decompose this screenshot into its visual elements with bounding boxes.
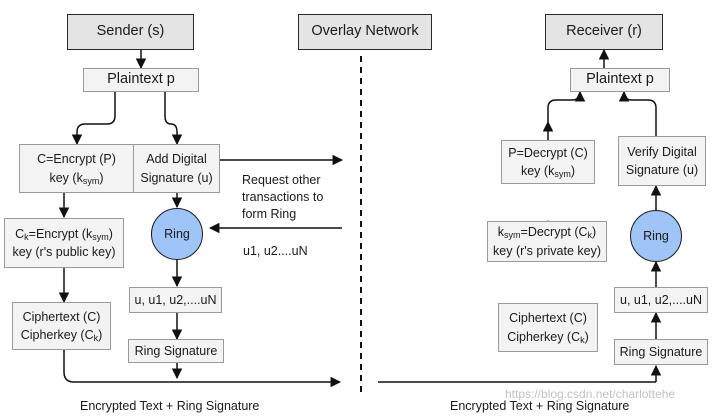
overlay-request-line2: transactions to bbox=[242, 189, 324, 204]
receiver-decrypt-p-line2: key (ksym) bbox=[520, 164, 575, 179]
receiver-plaintext-box: Plaintext p bbox=[570, 68, 670, 92]
overlay-header-label: Overlay Network bbox=[311, 23, 419, 40]
sender-ring-node: Ring bbox=[151, 208, 203, 260]
sender-ring-members-label: u, u1, u2,....uN bbox=[134, 292, 217, 307]
receiver-cipher-line2: Cipherkey (Ck) bbox=[507, 329, 589, 345]
sender-encrypt-c-line1: C=Encrypt (P) bbox=[37, 152, 116, 167]
sender-footer-text: Encrypted Text + Ring Signature bbox=[80, 399, 260, 413]
sender-cipher-box: Ciphertext (C) Cipherkey (Ck) bbox=[12, 302, 111, 350]
sender-encrypt-c-box: C=Encrypt (P) key (ksym) bbox=[19, 144, 134, 193]
receiver-decrypt-key-line1: ksym=Decrypt (Ck) bbox=[497, 225, 597, 241]
sender-header: Sender (s) bbox=[67, 14, 194, 50]
receiver-cipher-line1: Ciphertext (C) bbox=[509, 311, 587, 326]
sender-ring-label: Ring bbox=[164, 227, 190, 241]
overlay-request-line3: form Ring bbox=[242, 206, 297, 221]
receiver-ring-signature-label: Ring Signature bbox=[619, 344, 703, 359]
sender-add-signature-line2: Signature (u) bbox=[140, 170, 213, 185]
receiver-ring-node: Ring bbox=[630, 210, 682, 262]
overlay-request-text: Request other transactions to form Ring bbox=[242, 172, 323, 223]
sender-ring-signature-box: Ring Signature bbox=[128, 339, 224, 363]
receiver-decrypt-p-line1: P=Decrypt (C) bbox=[508, 145, 588, 160]
receiver-footer-text: Encrypted Text + Ring Signature bbox=[450, 399, 630, 413]
sender-cipher-line1: Ciphertext (C) bbox=[22, 309, 101, 324]
receiver-header: Receiver (r) bbox=[545, 14, 663, 50]
sender-encrypt-ck-box: Ck=Encrypt (ksym) key (r's public key) bbox=[4, 218, 124, 268]
sender-add-signature-box: Add Digital Signature (u) bbox=[133, 144, 220, 193]
receiver-ring-members-label: u, u1, u2,....uN bbox=[620, 292, 702, 307]
overlay-reply-text: u1, u2....uN bbox=[243, 244, 308, 258]
receiver-decrypt-key-box: ksym=Decrypt (Ck) key (r's private key) bbox=[487, 221, 607, 262]
receiver-decrypt-key-line2: key (r's private key) bbox=[493, 243, 601, 258]
sender-cipher-line2: Cipherkey (Ck) bbox=[20, 328, 103, 343]
sender-plaintext-box: Plaintext p bbox=[83, 68, 199, 92]
sender-add-signature-line1: Add Digital bbox=[146, 152, 207, 167]
sender-header-label: Sender (s) bbox=[96, 23, 165, 40]
receiver-ring-members-box: u, u1, u2,....uN bbox=[614, 287, 708, 313]
receiver-cipher-box: Ciphertext (C) Cipherkey (Ck) bbox=[498, 303, 598, 352]
receiver-verify-signature-box: Verify Digital Signature (u) bbox=[618, 136, 706, 186]
receiver-header-label: Receiver (r) bbox=[566, 23, 642, 40]
receiver-verify-signature-line2: Signature (u) bbox=[625, 163, 699, 177]
receiver-ring-signature-box: Ring Signature bbox=[614, 339, 708, 365]
sender-encrypt-ck-line2: key (r's public key) bbox=[12, 245, 116, 259]
receiver-plaintext-label: Plaintext p bbox=[586, 71, 654, 88]
receiver-decrypt-p-box: P=Decrypt (C) key (ksym) bbox=[501, 140, 595, 184]
receiver-ring-label: Ring bbox=[643, 229, 669, 243]
receiver-verify-signature-line1: Verify Digital bbox=[627, 144, 697, 159]
sender-plaintext-label: Plaintext p bbox=[107, 71, 175, 88]
sender-encrypt-c-line2: key (ksym) bbox=[49, 170, 104, 186]
sender-ring-signature-label: Ring Signature bbox=[134, 343, 218, 358]
sender-ring-members-box: u, u1, u2,....uN bbox=[129, 287, 222, 313]
sender-encrypt-ck-line1: Ck=Encrypt (ksym) bbox=[15, 226, 113, 242]
overlay-request-line1: Request other bbox=[242, 173, 321, 187]
overlay-header: Overlay Network bbox=[298, 14, 432, 50]
watermark-text: https://blog.csdn.net/charlottehe bbox=[505, 387, 676, 401]
